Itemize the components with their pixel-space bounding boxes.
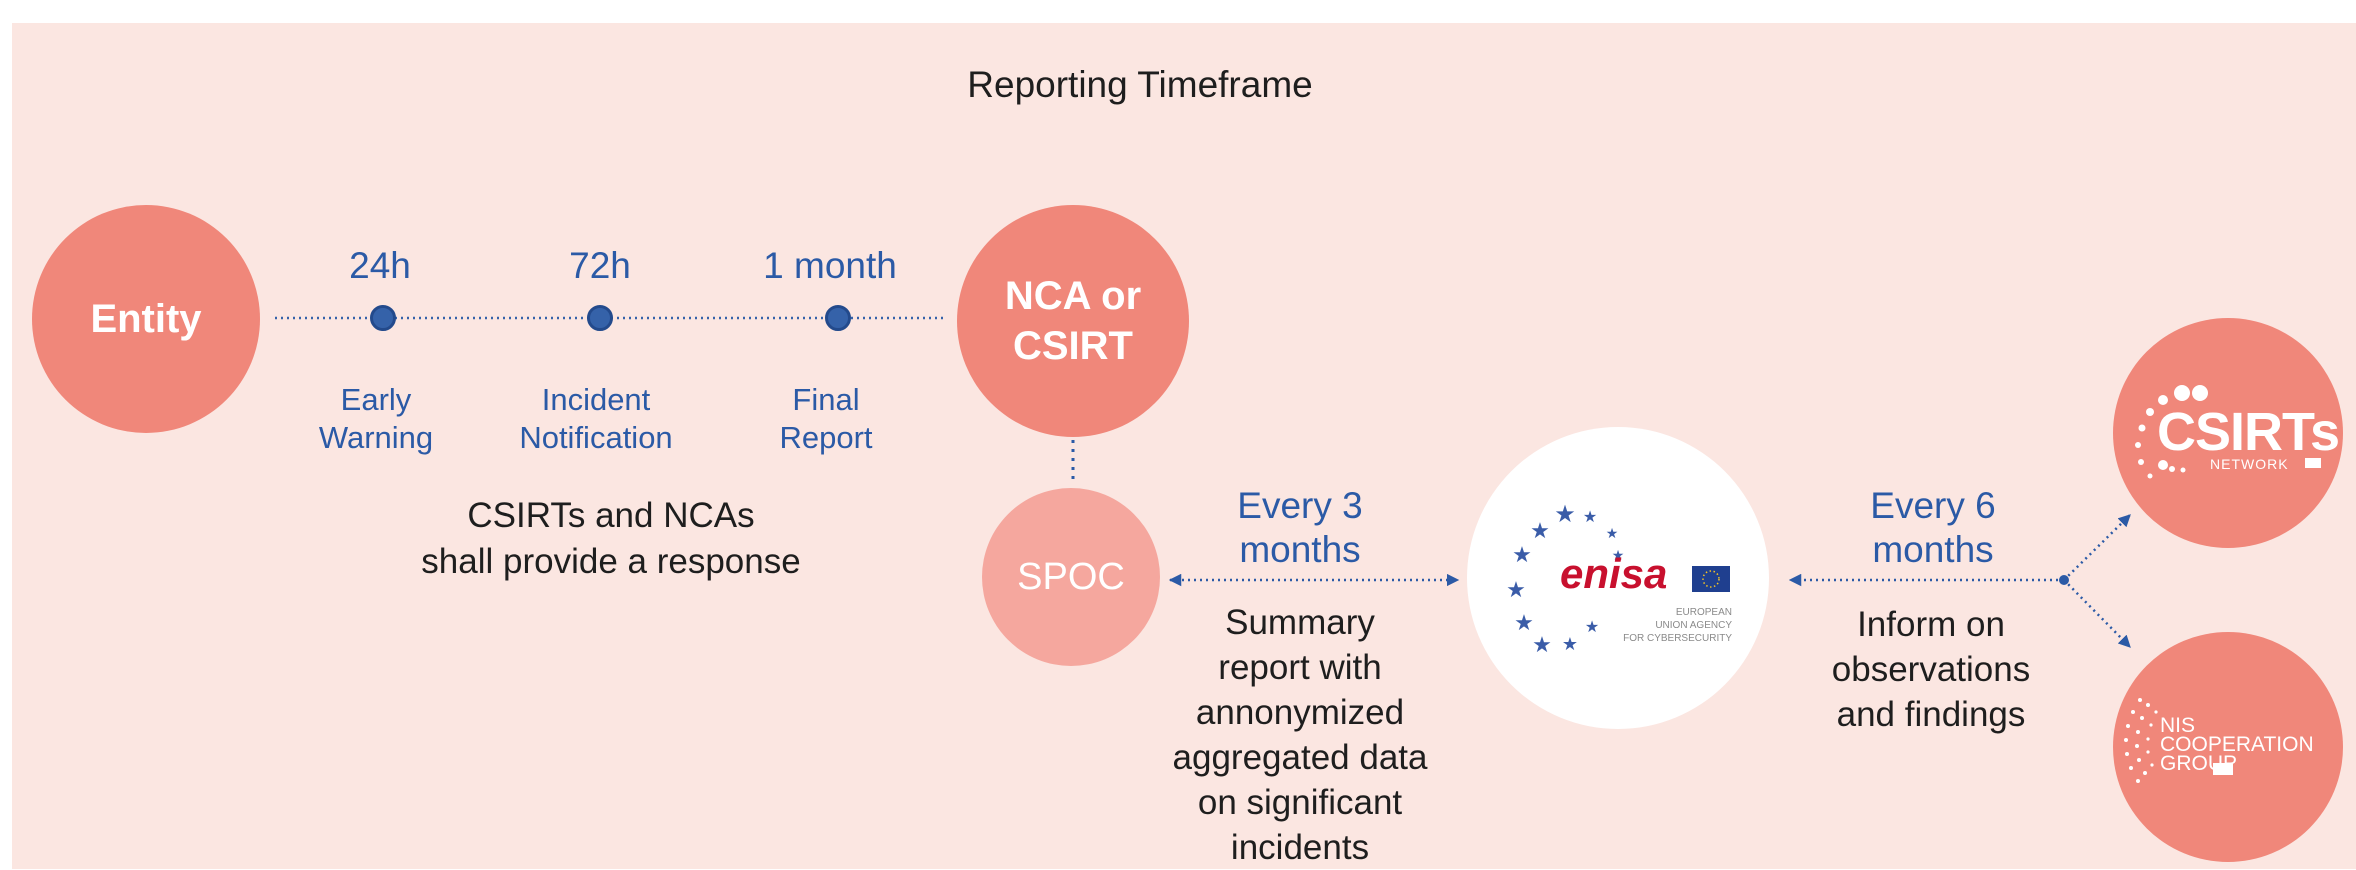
spoc-enisa-frequency: Every 3 months [1237, 485, 1363, 570]
milestone-node-1month [825, 305, 851, 331]
svg-text:★: ★ [1506, 577, 1526, 602]
spoc-enisa-description: Summary report with annonymized aggregat… [1172, 603, 1428, 867]
diagram-title: Reporting Timeframe [967, 64, 1313, 105]
csirts-network-name: CSIRTs [2157, 402, 2340, 462]
hub-to-nis-arrow [2063, 579, 2131, 648]
entity-circle: Entity [32, 205, 260, 433]
svg-text:★: ★ [1585, 619, 1599, 636]
csirts-network-circle [2113, 318, 2343, 548]
svg-text:★: ★ [1512, 542, 1532, 567]
csirts-network-sub: NETWORK [2210, 456, 2289, 472]
svg-text:★: ★ [1514, 610, 1534, 635]
milestone-time-72h: 72h [569, 245, 631, 286]
entity-label: Entity [90, 297, 202, 341]
svg-text:★: ★ [1606, 525, 1619, 541]
enisa-wordmark: enisa [1560, 550, 1668, 597]
svg-text:★: ★ [1532, 632, 1552, 657]
spoc-label: SPOC [1017, 555, 1125, 598]
svg-text:★: ★ [1530, 518, 1550, 543]
enisa-groups-frequency: Every 6 months [1870, 485, 1996, 570]
nca-label-line1: NCA or [1004, 274, 1142, 318]
nis-cooperation-group-circle [2113, 632, 2343, 862]
milestone-time-24h: 24h [349, 245, 411, 286]
enisa-stars-icon: ★ ★ ★ ★ ★ ★ ★ ★ ★ ★ ★ [1506, 501, 1624, 657]
diagram-panel [12, 23, 2356, 869]
nca-csirt-circle: NCA or CSIRT [957, 205, 1189, 437]
milestone-time-1month: 1 month [763, 245, 897, 286]
enisa-subtitle: EUROPEAN UNION AGENCY FOR CYBERSECURITY [1623, 607, 1732, 644]
svg-text:★: ★ [1562, 634, 1578, 654]
nis-group-label: NIS COOPERATION GROUP [2160, 714, 2314, 775]
milestone-desc-1month: Final Report [779, 382, 873, 455]
distribution-hub-dot [2059, 575, 2069, 585]
milestone-node-72h [587, 305, 613, 331]
milestone-desc-24h: Early Warning [318, 382, 434, 455]
svg-text:★: ★ [1612, 547, 1625, 563]
svg-text:★: ★ [1554, 501, 1576, 528]
enisa-groups-description: Inform on observations and findings [1831, 605, 2031, 734]
milestone-node-24h [370, 305, 396, 331]
spoc-circle: SPOC [982, 488, 1160, 666]
nca-label-line2: CSIRT [1012, 324, 1133, 368]
response-note: CSIRTs and NCAs shall provide a response [421, 496, 801, 581]
milestone-desc-72h: Incident Notification [519, 382, 673, 455]
svg-text:★: ★ [1583, 509, 1597, 526]
